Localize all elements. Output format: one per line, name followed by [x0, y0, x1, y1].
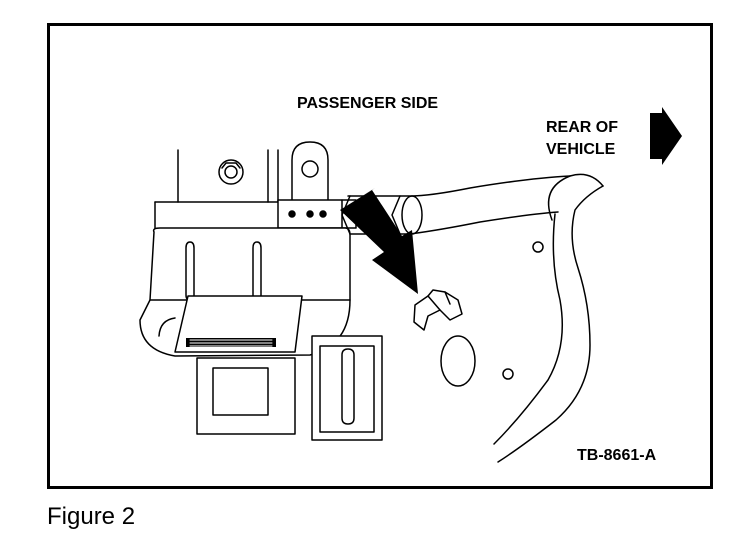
figure-caption: Figure 2: [47, 503, 136, 530]
body-panel: [154, 149, 279, 229]
oval-hole: [440, 335, 476, 387]
body-rail: [493, 173, 604, 463]
pointer-arrow-icon: [340, 190, 418, 294]
retaining-clip: [413, 289, 463, 331]
part-label-plate: [174, 295, 303, 353]
mounting-tab: [277, 141, 357, 229]
hole: [502, 368, 514, 380]
bolt-icon: [218, 159, 244, 185]
wire-harness: [341, 175, 571, 235]
passenger-side-label: PASSENGER SIDE: [297, 95, 439, 112]
lower-bracket-right: [311, 335, 383, 441]
rear-of-vehicle-label-line2: VEHICLE: [546, 141, 616, 158]
lower-bracket-left: [196, 357, 296, 435]
figure-code-label: TB-8661-A: [577, 447, 657, 464]
hole: [532, 241, 544, 253]
direction-arrow-icon: [650, 107, 682, 165]
rear-of-vehicle-label-line1: REAR OF: [546, 119, 618, 136]
